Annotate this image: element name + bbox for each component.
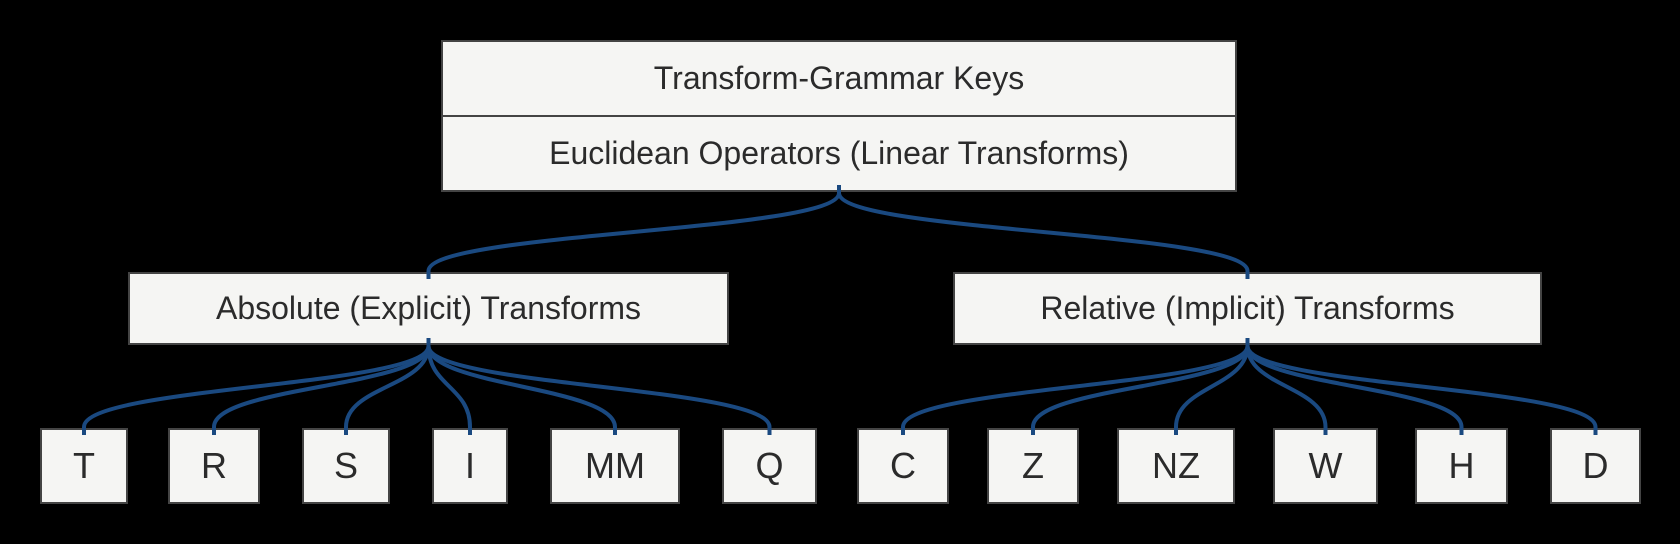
leaf-node-i: I — [432, 428, 508, 504]
connector-path — [1174, 338, 1250, 435]
leaf-node-w: W — [1273, 428, 1378, 504]
leaf-node-q: Q — [722, 428, 817, 504]
connector-path — [1245, 338, 1464, 435]
leaf-node-r: R — [168, 428, 260, 504]
connector-path — [837, 185, 1250, 279]
leaf-node-nz: NZ — [1117, 428, 1235, 504]
connector-path — [82, 338, 431, 435]
leaf-node-d: D — [1550, 428, 1641, 504]
connector-path — [426, 338, 772, 435]
leaf-node-c: C — [857, 428, 949, 504]
connector-path — [426, 185, 841, 279]
connector-path — [426, 338, 472, 435]
group-node-relative-transforms: Relative (Implicit) Transforms — [953, 272, 1542, 345]
root-node: Transform-Grammar Keys Euclidean Operato… — [441, 40, 1237, 192]
leaf-node-t: T — [40, 428, 128, 504]
connector-path — [212, 338, 431, 435]
connector-path — [426, 338, 617, 435]
connector-path — [1031, 338, 1250, 435]
leaf-node-h: H — [1415, 428, 1508, 504]
root-subtitle: Euclidean Operators (Linear Transforms) — [549, 135, 1129, 171]
leaf-node-z: Z — [987, 428, 1079, 504]
group-node-absolute-transforms: Absolute (Explicit) Transforms — [128, 272, 729, 345]
leaf-node-mm: MM — [550, 428, 680, 504]
connector-path — [1245, 338, 1598, 435]
connector-path — [1245, 338, 1328, 435]
connector-path — [901, 338, 1250, 435]
leaf-node-s: S — [302, 428, 390, 504]
connector-path — [344, 338, 431, 435]
root-title: Transform-Grammar Keys — [443, 42, 1235, 117]
